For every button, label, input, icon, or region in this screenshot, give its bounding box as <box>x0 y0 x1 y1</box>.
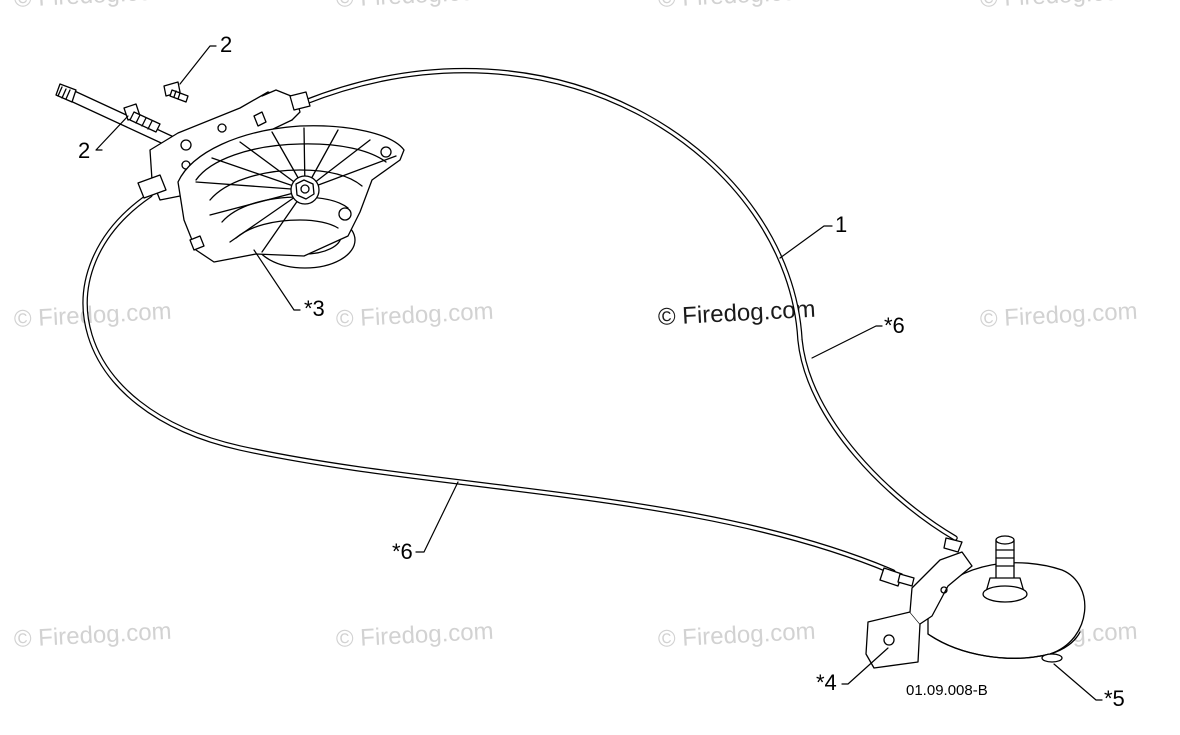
callout-2-top: 2 <box>220 32 233 57</box>
callout-3: *3 <box>304 296 325 321</box>
callout-6-upper: *6 <box>884 313 905 338</box>
callout-2-left: 2 <box>78 138 91 163</box>
cable-lower <box>82 192 896 575</box>
callout-4: *4 <box>816 670 837 695</box>
screw-upper <box>163 81 189 103</box>
cable-upper <box>300 67 958 541</box>
drawing-id: 01.09.008-B <box>906 682 988 699</box>
callout-1: 1 <box>835 212 848 237</box>
callout-leaders <box>95 45 1103 701</box>
control-lever-assembly <box>55 83 405 269</box>
bracket-assembly <box>865 535 1086 669</box>
callout-5: *5 <box>1104 686 1125 711</box>
callout-6-lower: *6 <box>392 539 413 564</box>
